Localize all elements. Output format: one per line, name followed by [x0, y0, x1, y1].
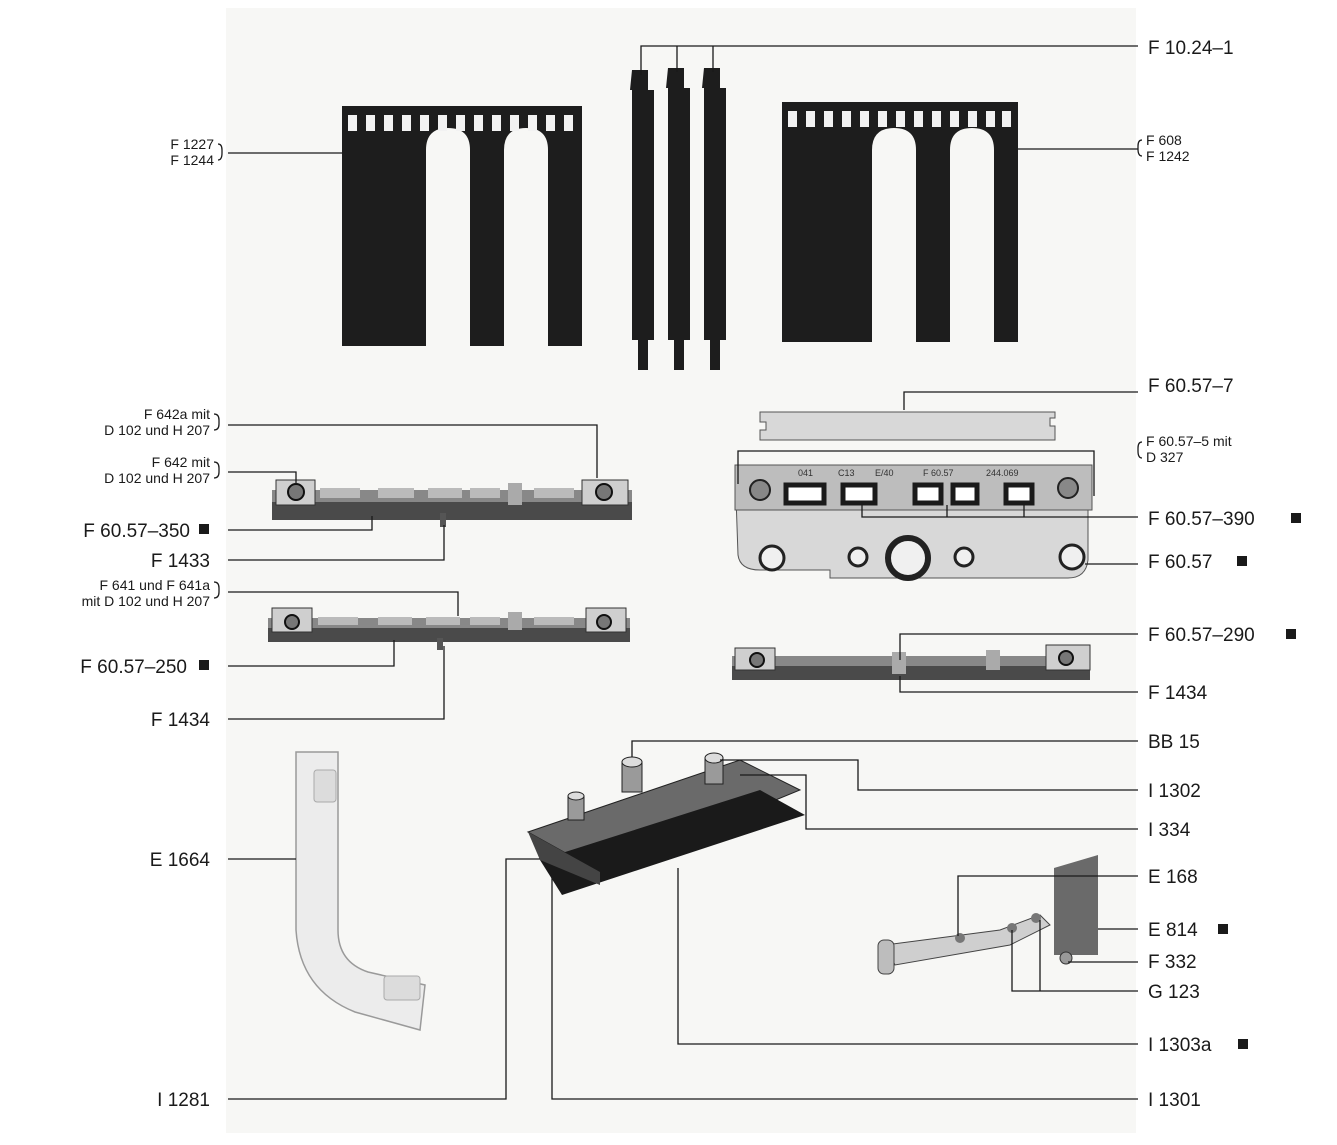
marker-square-icon	[1238, 1039, 1248, 1049]
label-f332: F 332	[1148, 952, 1197, 973]
label-f6057250: F 60.57–250	[80, 657, 187, 678]
label-f1434-left: F 1434	[151, 710, 211, 731]
label-i1303a: I 1303a	[1148, 1035, 1212, 1056]
marker-square-icon	[1286, 629, 1296, 639]
label-f605705-line2: D 327	[1146, 449, 1184, 465]
marker-square-icon	[1291, 513, 1301, 523]
label-f1433: F 1433	[151, 551, 210, 572]
plate-marking: E/40	[875, 468, 894, 478]
marker-square-icon	[199, 660, 209, 670]
label-f642a-line1: F 642a mit	[144, 406, 210, 422]
plate-marking: 244.069	[986, 468, 1019, 478]
label-e168: E 168	[1148, 867, 1198, 888]
flat-bar	[759, 411, 1056, 441]
label-f608: F 608	[1146, 132, 1182, 148]
comb-plate-right	[782, 102, 1018, 342]
marker-square-icon	[199, 524, 209, 534]
rail-f641	[268, 607, 630, 650]
label-e1664: E 1664	[150, 850, 211, 871]
label-f641-line2: mit D 102 und H 207	[82, 593, 211, 609]
curved-strip	[295, 751, 426, 1031]
label-e814: E 814	[1148, 920, 1198, 941]
label-f605705-line1: F 60.57–5 mit	[1146, 433, 1232, 449]
plate-marking: 041	[798, 468, 813, 478]
label-f6057390: F 60.57–390	[1148, 509, 1255, 530]
label-f6057350: F 60.57–350	[83, 521, 190, 542]
label-bb15: BB 15	[1148, 732, 1200, 753]
label-f6057: F 60.57	[1148, 552, 1212, 573]
marker-square-icon	[1237, 556, 1247, 566]
label-i1281: I 1281	[157, 1090, 210, 1111]
comb-plate-left	[342, 106, 582, 346]
label-f6057290: F 60.57–290	[1148, 625, 1255, 646]
label-f642a-line2: D 102 und H 207	[104, 422, 210, 438]
labels: F 10.24–1 F 1227 F 1244 F 608 F 1242 F 6…	[80, 38, 1301, 1111]
label-f1227: F 1227	[170, 136, 214, 152]
label-g123: G 123	[1148, 982, 1200, 1003]
label-f60577: F 60.57–7	[1148, 376, 1234, 397]
label-i334: I 334	[1148, 820, 1191, 841]
marker-square-icon	[1218, 924, 1228, 934]
block-assembly	[526, 752, 805, 895]
rail-f6057290	[732, 644, 1091, 680]
leader-lines	[213, 45, 1143, 1100]
label-f642-line2: D 102 und H 207	[104, 470, 210, 486]
label-f1244: F 1244	[170, 152, 214, 168]
label-f10241: F 10.24–1	[1148, 38, 1234, 59]
bracket-plate: 041 C13 E/40 F 60.57 244.069	[734, 464, 1093, 581]
label-f1242: F 1242	[1146, 148, 1190, 164]
label-f642-line1: F 642 mit	[152, 454, 210, 470]
label-i1301: I 1301	[1148, 1090, 1201, 1111]
rail-f642	[272, 479, 632, 527]
label-f1434-right: F 1434	[1148, 683, 1208, 704]
lever-assembly	[877, 855, 1098, 975]
vertical-bars	[630, 68, 726, 370]
label-f641-line1: F 641 und F 641a	[99, 577, 210, 593]
label-i1302: I 1302	[1148, 781, 1201, 802]
plate-marking: C13	[838, 468, 855, 478]
plate-marking: F 60.57	[923, 468, 954, 478]
